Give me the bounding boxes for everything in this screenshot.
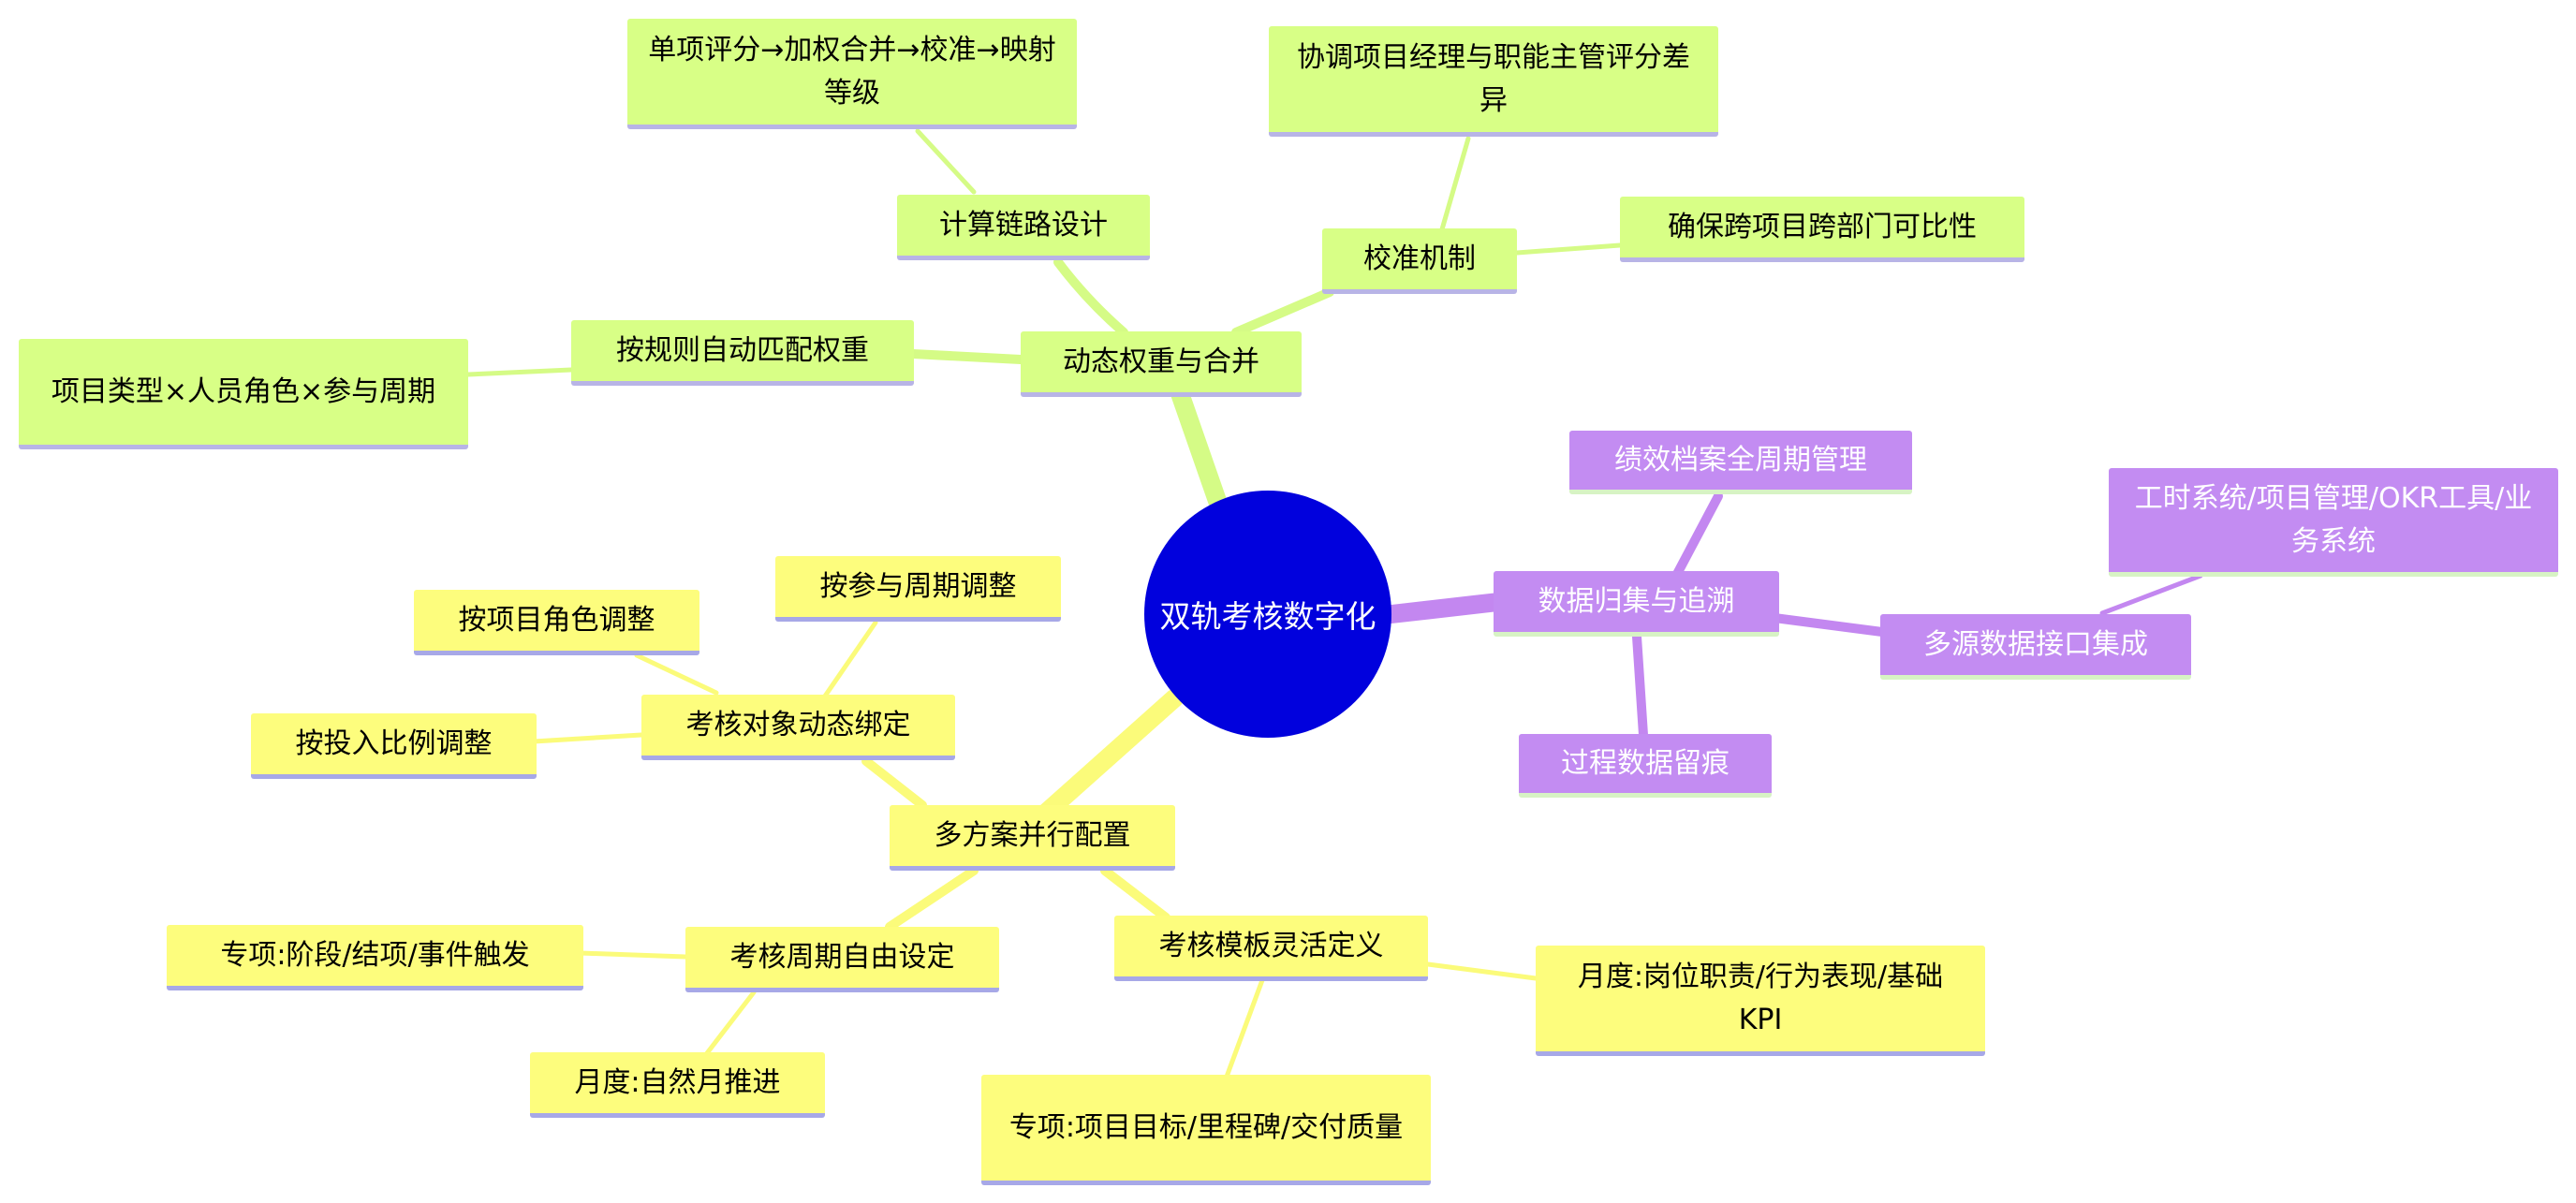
node-calc-detail[interactable]: 单项评分→加权合并→校准→映射等级 — [627, 19, 1077, 129]
link-calibration-coordinate — [1439, 136, 1471, 232]
node-auto-match-detail[interactable]: 项目类型×人员角色×参与周期 — [19, 339, 468, 449]
node-data-archive[interactable]: 绩效档案全周期管理 — [1569, 431, 1912, 494]
root-node[interactable]: 双轨考核数字化 — [1144, 491, 1391, 738]
node-calibration-comparable[interactable]: 确保跨项目跨部门可比性 — [1620, 197, 2024, 262]
node-cycle-special[interactable]: 专项:阶段/结项/事件触发 — [167, 925, 583, 990]
node-binding-ratio[interactable]: 按投入比例调整 — [251, 713, 537, 779]
link-weights-calc — [1053, 257, 1128, 337]
node-label: 按项目角色调整 — [458, 603, 655, 637]
link-cycle-monthly — [704, 990, 757, 1056]
link-data-trace — [1632, 632, 1648, 740]
node-label: 动态权重与合并 — [1063, 345, 1259, 378]
link-root-data — [1382, 593, 1508, 624]
node-data-collection[interactable]: 数据归集与追溯 — [1494, 571, 1779, 637]
node-label: 协调项目经理与职能主管评分差异 — [1297, 40, 1690, 117]
node-label: 考核对象动态绑定 — [685, 708, 911, 741]
link-binding-period — [821, 620, 878, 700]
node-label: 过程数据留痕 — [1561, 746, 1730, 780]
node-template-monthly[interactable]: 月度:岗位职责/行为表现/基础KPI — [1536, 946, 1985, 1056]
link-schemes-binding — [861, 756, 927, 810]
node-label: 按规则自动匹配权重 — [616, 333, 869, 367]
node-label: 校准机制 — [1363, 242, 1476, 275]
link-automatch-detail — [465, 367, 574, 377]
node-binding-role[interactable]: 按项目角色调整 — [414, 590, 699, 655]
root-label: 双轨考核数字化 — [1159, 598, 1376, 635]
node-template-special[interactable]: 专项:项目目标/里程碑/交付质量 — [981, 1075, 1431, 1185]
node-label: 计算链路设计 — [939, 208, 1108, 242]
node-calc-chain[interactable]: 计算链路设计 — [897, 195, 1150, 260]
link-calibration-comparable — [1514, 242, 1623, 256]
node-multi-scheme[interactable]: 多方案并行配置 — [890, 805, 1175, 871]
link-schemes-cycle — [885, 866, 979, 932]
node-label: 考核周期自由设定 — [729, 940, 955, 974]
link-calc-detail — [915, 128, 977, 195]
link-template-special — [1224, 977, 1265, 1079]
node-data-integration-detail[interactable]: 工时系统/项目管理/OKR工具/业务系统 — [2109, 468, 2558, 577]
node-auto-match[interactable]: 按规则自动匹配权重 — [571, 320, 914, 386]
link-binding-ratio — [531, 732, 644, 744]
node-label: 多方案并行配置 — [934, 818, 1131, 852]
node-label: 数据归集与追溯 — [1538, 584, 1735, 618]
node-label: 专项:阶段/结项/事件触发 — [220, 938, 530, 972]
node-label: 确保跨项目跨部门可比性 — [1668, 210, 1977, 243]
node-target-binding[interactable]: 考核对象动态绑定 — [641, 695, 955, 760]
link-data-integration — [1770, 613, 1887, 637]
node-label: 工时系统/项目管理/OKR工具/业务系统 — [2134, 481, 2533, 558]
node-cycle-setting[interactable]: 考核周期自由设定 — [685, 927, 999, 992]
node-data-trace[interactable]: 过程数据留痕 — [1519, 734, 1772, 798]
link-schemes-template — [1100, 866, 1170, 922]
node-label: 单项评分→加权合并→校准→映射等级 — [648, 33, 1056, 110]
link-data-archive — [1671, 491, 1723, 580]
node-label: 考核模板灵活定义 — [1158, 929, 1384, 962]
link-cycle-special — [578, 950, 688, 960]
node-calibration[interactable]: 校准机制 — [1322, 228, 1517, 294]
link-template-monthly — [1425, 961, 1538, 981]
node-label: 绩效档案全周期管理 — [1614, 443, 1867, 477]
node-binding-period[interactable]: 按参与周期调整 — [775, 556, 1061, 622]
node-data-integration[interactable]: 多源数据接口集成 — [1880, 614, 2191, 680]
link-binding-role — [634, 653, 719, 696]
link-root-weights — [1165, 368, 1227, 510]
node-label: 按参与周期调整 — [819, 569, 1017, 603]
link-root-schemes — [1035, 689, 1184, 824]
node-label: 项目类型×人员角色×参与周期 — [51, 374, 436, 408]
node-label: 月度:岗位职责/行为表现/基础KPI — [1577, 960, 1944, 1036]
link-weights-automatch — [908, 349, 1025, 364]
node-cycle-monthly[interactable]: 月度:自然月推进 — [530, 1052, 825, 1118]
node-label: 按投入比例调整 — [295, 726, 493, 760]
node-label: 多源数据接口集成 — [1923, 627, 2148, 661]
link-weights-calibration — [1231, 287, 1334, 337]
node-label: 专项:项目目标/里程碑/交付质量 — [1008, 1110, 1404, 1144]
node-calibration-coordinate[interactable]: 协调项目经理与职能主管评分差异 — [1269, 26, 1718, 137]
link-integration-detail — [2099, 573, 2203, 616]
node-template-define[interactable]: 考核模板灵活定义 — [1114, 916, 1428, 981]
node-dynamic-weights[interactable]: 动态权重与合并 — [1021, 331, 1302, 397]
node-label: 月度:自然月推进 — [574, 1065, 781, 1099]
